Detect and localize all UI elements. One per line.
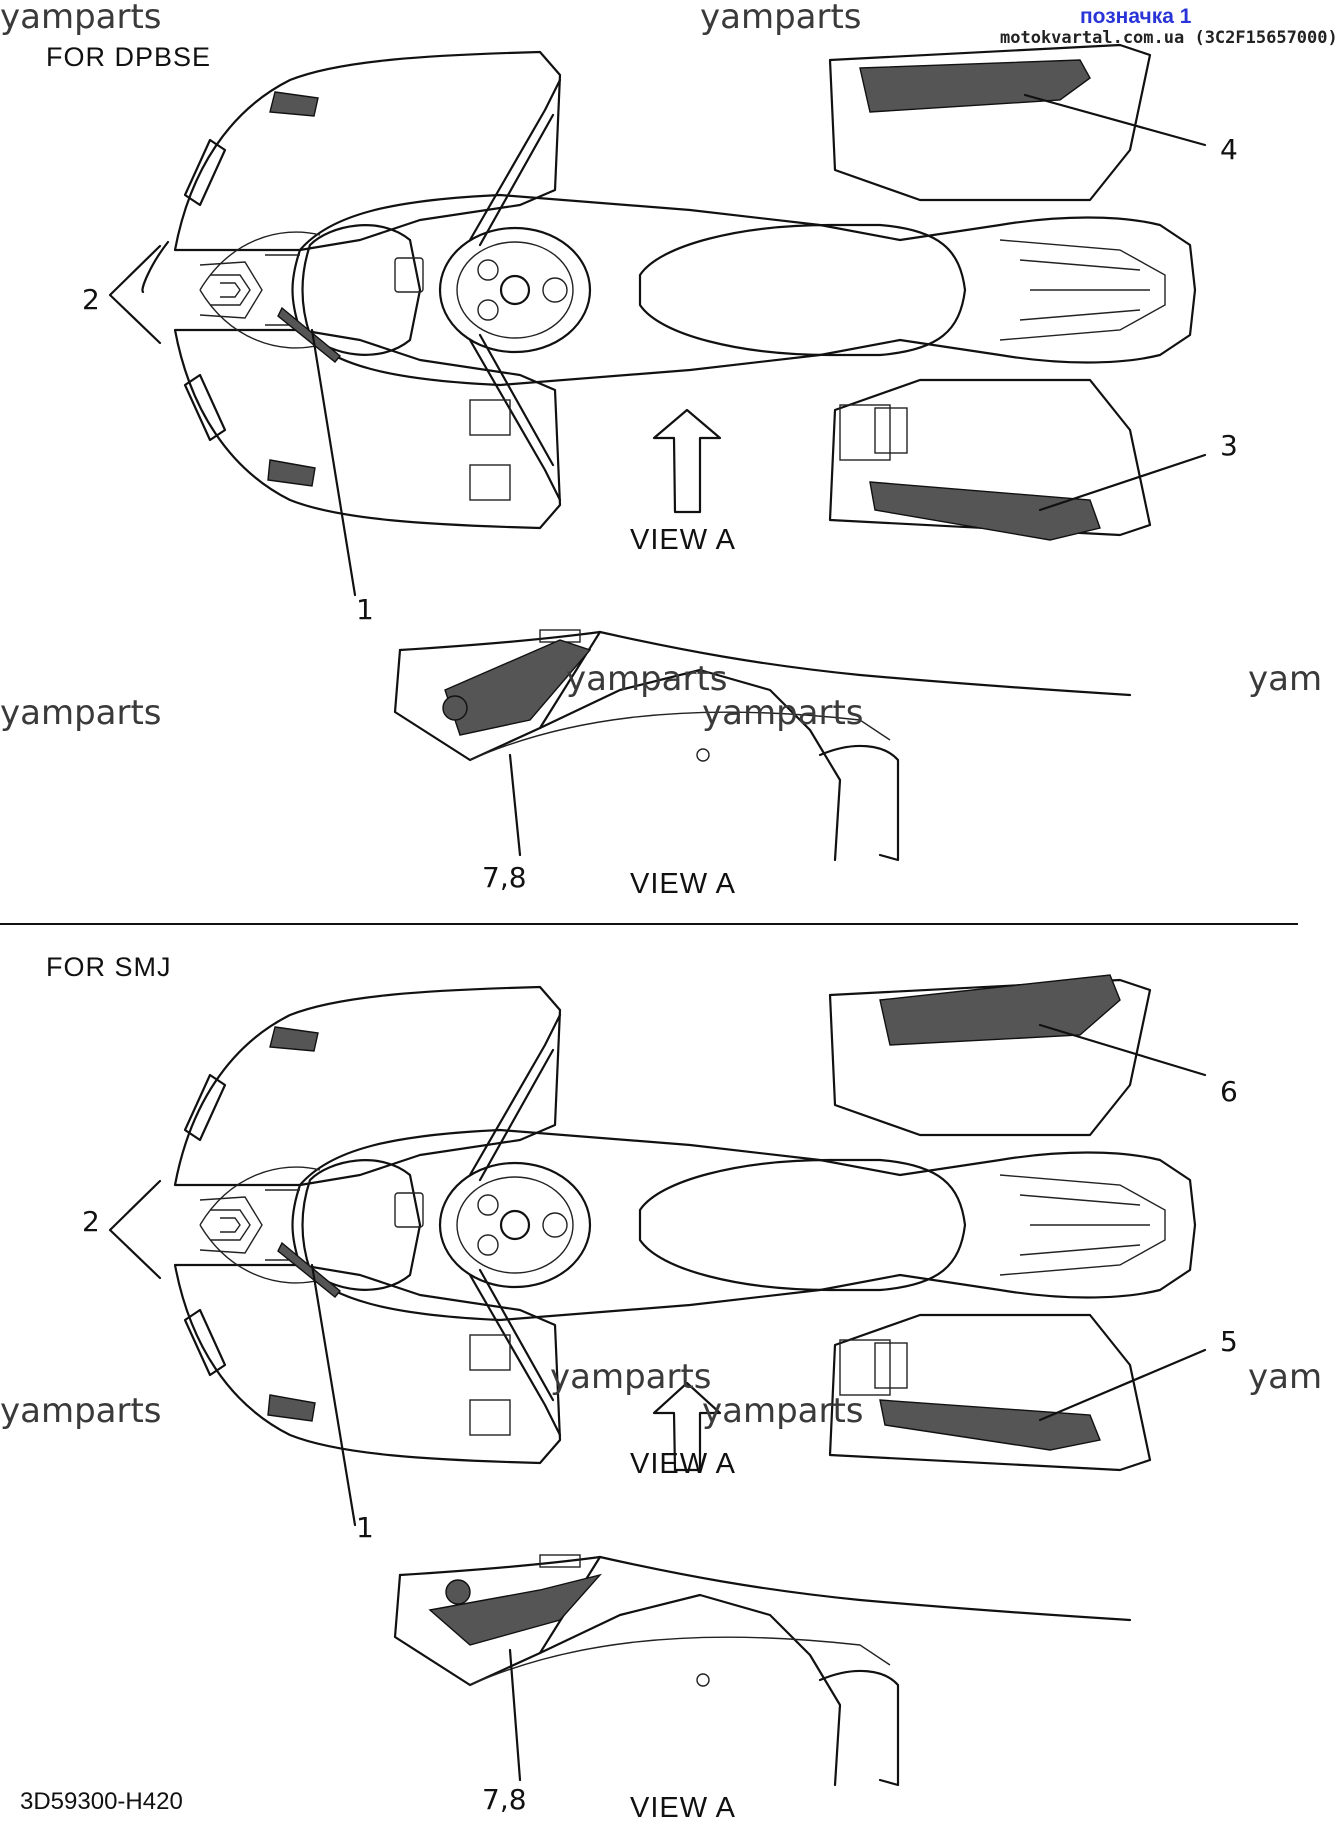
badge-site: motokvartal.com.ua (3C2F15657000) bbox=[1000, 28, 1338, 48]
callout-78-bottom: 7,8 bbox=[482, 1783, 527, 1816]
view-arrow-top bbox=[652, 408, 722, 514]
yamaha-emblem-top bbox=[442, 695, 468, 721]
watermark: yamparts bbox=[550, 1357, 712, 1397]
watermark: yamparts bbox=[702, 693, 864, 733]
leader-78-bottom bbox=[508, 1648, 522, 1782]
leader-2-lines bbox=[108, 244, 162, 345]
decal-1 bbox=[277, 306, 341, 363]
decal-2-lower-bottom bbox=[267, 1394, 316, 1422]
badge-title: позначка 1 bbox=[1080, 5, 1192, 28]
watermark-cut: yam bbox=[1248, 659, 1323, 699]
view-a-label-bottom-1: VIEW A bbox=[630, 1448, 736, 1480]
top-quad-illustration bbox=[173, 43, 1197, 537]
callout-6: 6 bbox=[1220, 1075, 1238, 1108]
leader-4 bbox=[1023, 93, 1207, 147]
view-arrow-bottom bbox=[652, 1381, 722, 1472]
leader-2-bottom bbox=[108, 1179, 162, 1280]
decal-4 bbox=[859, 59, 1091, 113]
leader-1-bottom bbox=[310, 1263, 357, 1527]
watermark: yamparts bbox=[700, 0, 862, 37]
leader-78-top bbox=[508, 753, 522, 857]
part-code: 3D59300-H420 bbox=[20, 1788, 183, 1815]
decal-78-top bbox=[444, 639, 592, 736]
decal-2-upper-bottom bbox=[269, 1026, 319, 1052]
leader-3 bbox=[1038, 453, 1207, 512]
view-a-label-top-2: VIEW A bbox=[630, 868, 736, 900]
callout-1-bottom: 1 bbox=[356, 1511, 374, 1544]
leader-6 bbox=[1038, 1023, 1207, 1077]
section-heading-bottom: FOR SMJ bbox=[46, 952, 172, 982]
decal-3 bbox=[869, 481, 1101, 541]
watermark: yamparts bbox=[0, 1391, 162, 1431]
decal-2-upper bbox=[269, 91, 319, 117]
callout-3: 3 bbox=[1220, 429, 1238, 462]
decal-78-bottom bbox=[428, 1573, 603, 1646]
watermark-cut: yam bbox=[1248, 1357, 1323, 1397]
callout-5: 5 bbox=[1220, 1325, 1238, 1358]
leader-5 bbox=[1038, 1348, 1207, 1422]
callout-2-top: 2 bbox=[82, 283, 100, 316]
decal-6 bbox=[879, 974, 1121, 1046]
callout-1-top: 1 bbox=[356, 593, 374, 626]
callout-78-top: 7,8 bbox=[482, 861, 527, 894]
callout-4: 4 bbox=[1220, 133, 1238, 166]
watermark: yamparts bbox=[0, 0, 162, 37]
leader-2 bbox=[141, 240, 170, 294]
decal-1-bottom bbox=[277, 1241, 341, 1298]
section-heading-top: FOR DPBSE bbox=[46, 42, 212, 72]
watermark: yamparts bbox=[0, 693, 162, 733]
watermark: yamparts bbox=[566, 659, 728, 699]
view-a-label-bottom-2: VIEW A bbox=[630, 1792, 736, 1824]
callout-2-bottom: 2 bbox=[82, 1205, 100, 1238]
decal-2-lower bbox=[267, 459, 316, 487]
watermark: yamparts bbox=[702, 1391, 864, 1431]
bottom-side-view-illustration bbox=[393, 1553, 1132, 1787]
view-a-label-top-1: VIEW A bbox=[630, 524, 736, 556]
leader-1 bbox=[310, 328, 357, 597]
yamaha-emblem-bottom bbox=[445, 1579, 471, 1605]
